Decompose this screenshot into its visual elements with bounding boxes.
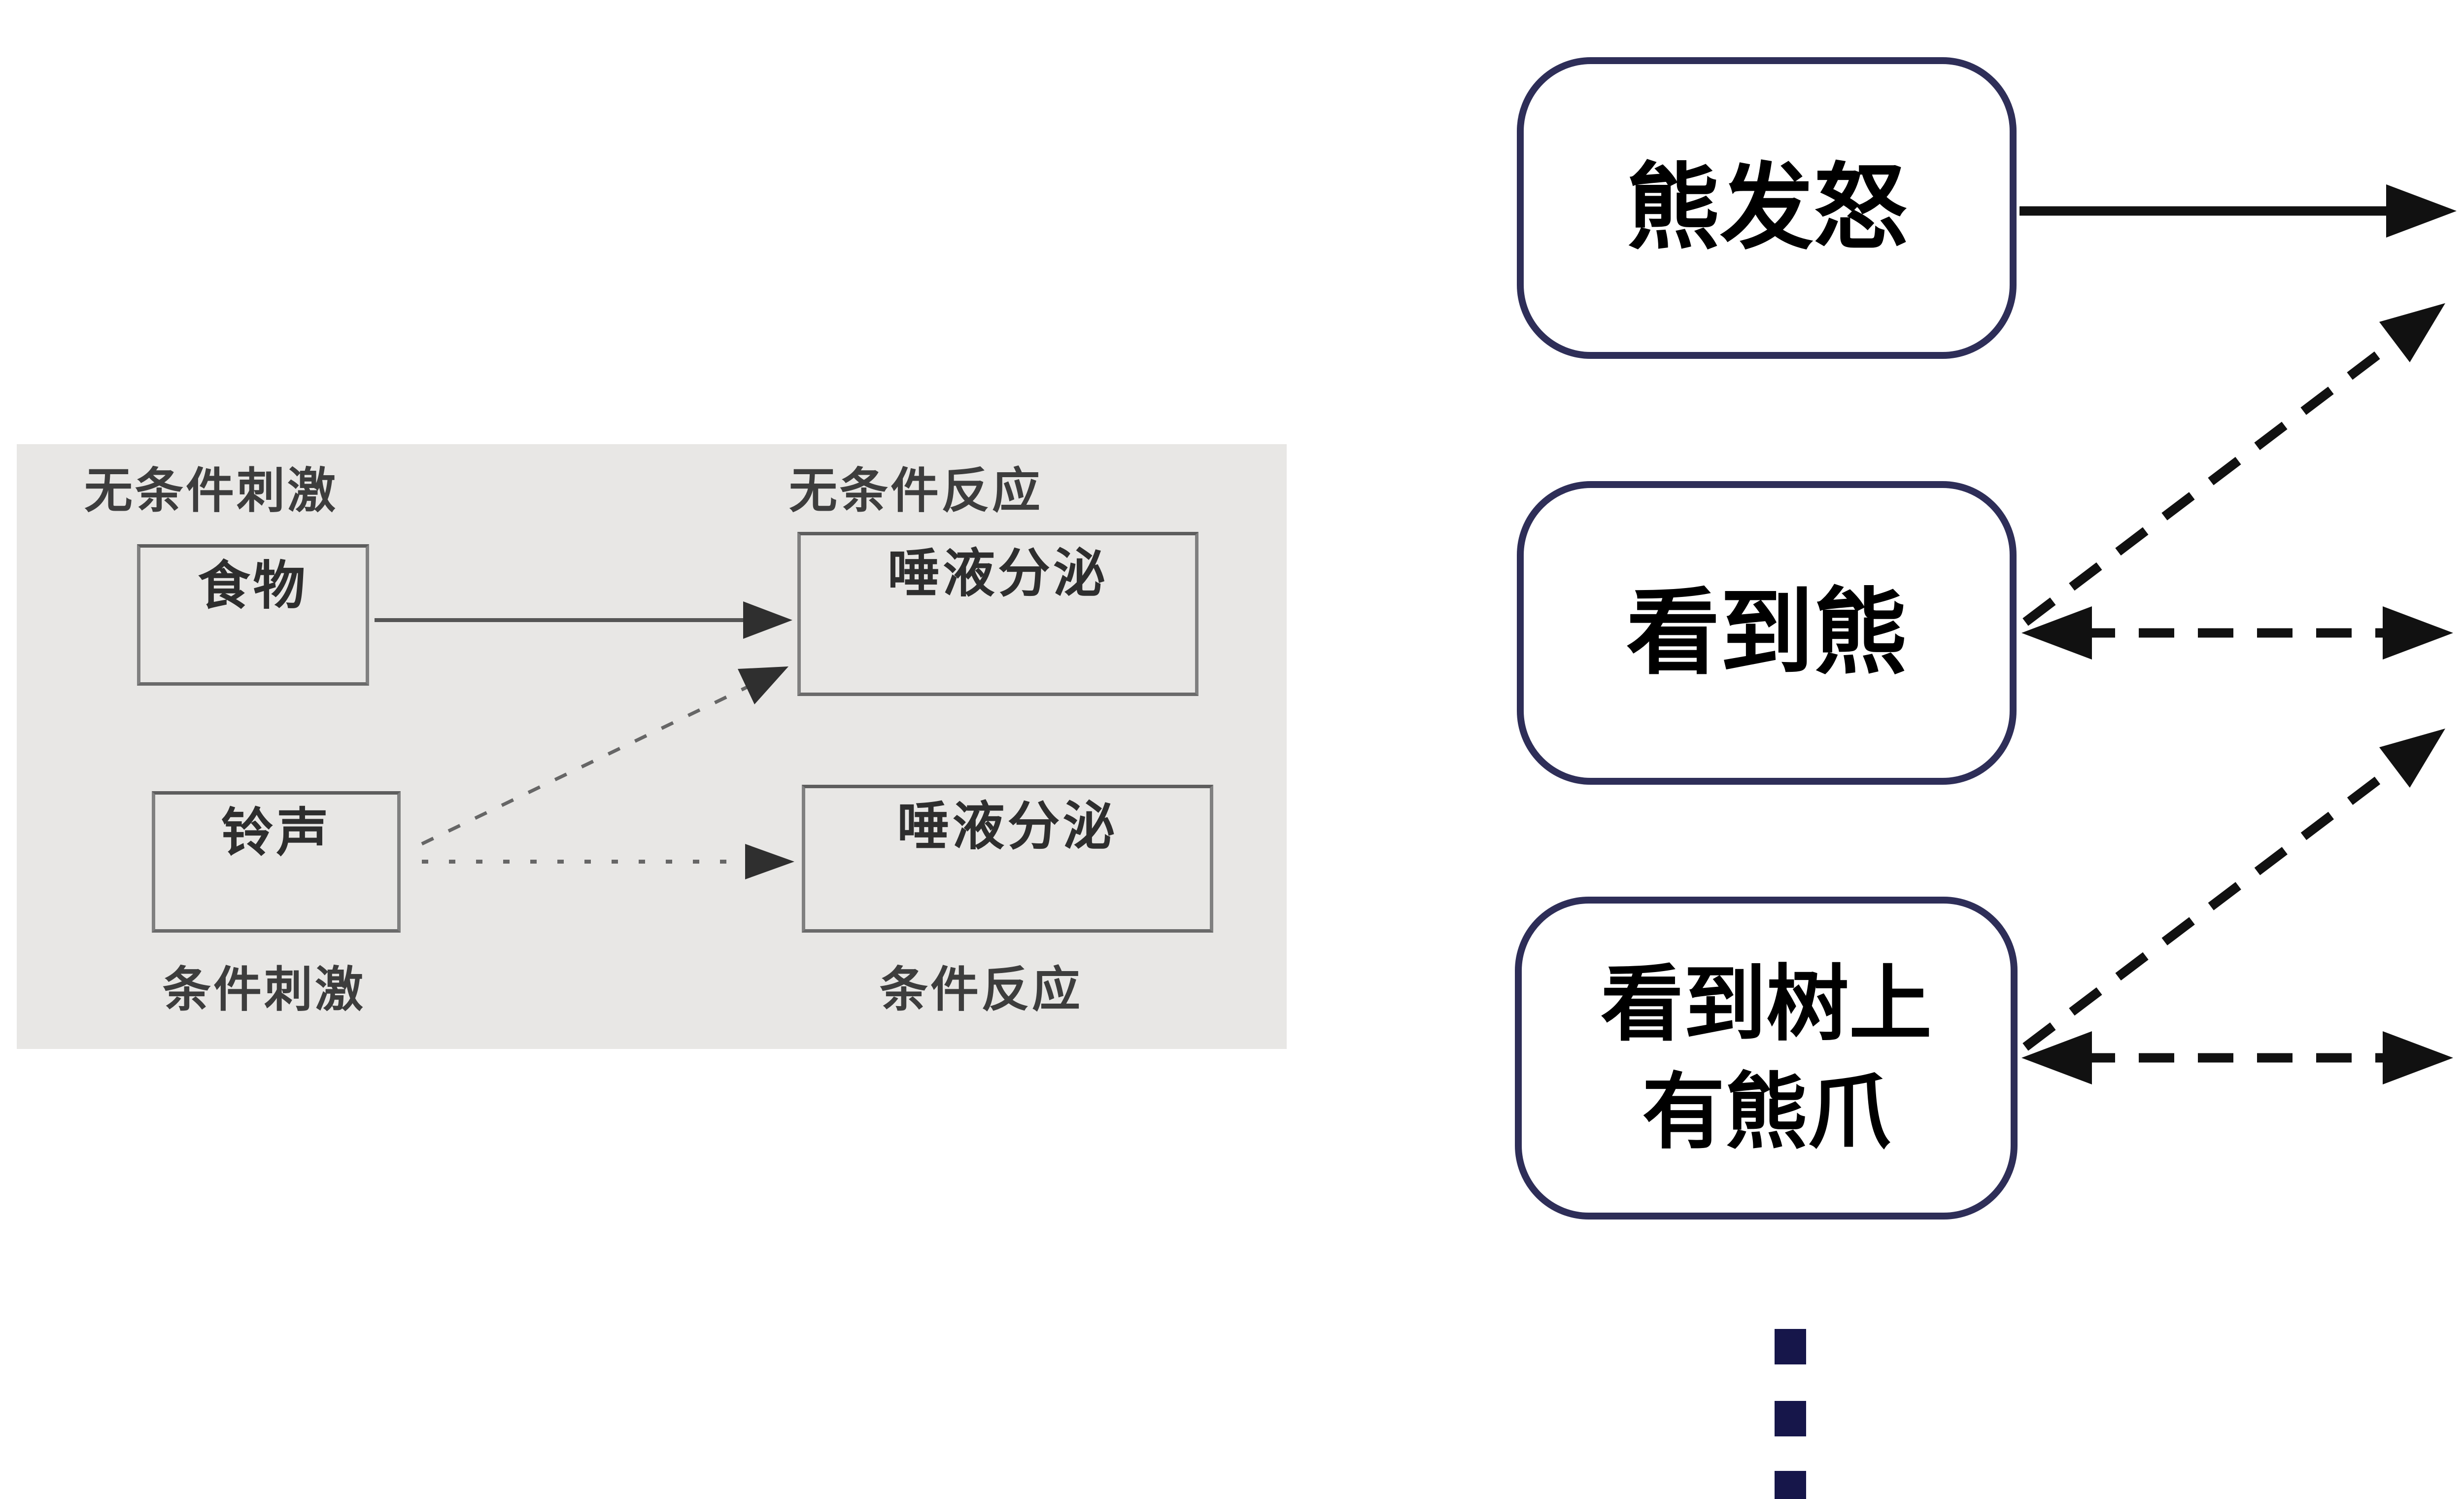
conditioning-panel: 无条件刺激 无条件反应 条件刺激 条件反应 食物 唾液分泌 铃声 唾液分泌 bbox=[17, 444, 1287, 1049]
box-salivation-bottom: 唾液分泌 bbox=[802, 785, 1213, 933]
box-see-bear-label: 看到熊 bbox=[1626, 580, 1907, 685]
arrow-see-claws-vs-head-left bbox=[2021, 1031, 2092, 1084]
arrow-see-claws-to-vsprime-line bbox=[2022, 764, 2397, 1051]
box-bell: 铃声 bbox=[152, 791, 401, 933]
box-bear-angry: 熊发怒 bbox=[1517, 57, 2017, 359]
arrow-see-claws-vs-head-right bbox=[2383, 1031, 2453, 1084]
arrow-bear-to-reward-head bbox=[2386, 184, 2457, 238]
box-see-claws-line1: 看到树上 bbox=[1601, 958, 1932, 1051]
arrow-see-bear-vsprime-head-left bbox=[2021, 606, 2092, 660]
box-food: 食物 bbox=[137, 544, 369, 686]
label-unconditioned-response: 无条件反应 bbox=[789, 463, 1043, 518]
arrow-see-bear-to-reward-head bbox=[2379, 303, 2445, 362]
label-conditioned-response: 条件反应 bbox=[880, 962, 1083, 1016]
arrow-see-claws-to-vsprime-head bbox=[2379, 729, 2445, 788]
label-conditioned-stimulus: 条件刺激 bbox=[163, 962, 366, 1016]
ellipsis-left-dot-2 bbox=[1775, 1401, 1806, 1436]
ellipsis-left-dot-3 bbox=[1775, 1471, 1806, 1499]
box-see-bear: 看到熊 bbox=[1517, 481, 2017, 785]
label-unconditioned-stimulus: 无条件刺激 bbox=[84, 463, 339, 518]
box-see-claws: 看到树上 有熊爪 bbox=[1515, 897, 2018, 1220]
box-salivation-top: 唾液分泌 bbox=[797, 532, 1198, 696]
box-bear-angry-label: 熊发怒 bbox=[1626, 155, 1907, 260]
arrow-see-bear-to-reward-line bbox=[2022, 338, 2397, 626]
box-see-claws-line2: 有熊爪 bbox=[1642, 1065, 1890, 1158]
ellipsis-left-dot-1 bbox=[1775, 1329, 1806, 1364]
arrow-see-bear-vsprime-head-right bbox=[2383, 606, 2453, 660]
